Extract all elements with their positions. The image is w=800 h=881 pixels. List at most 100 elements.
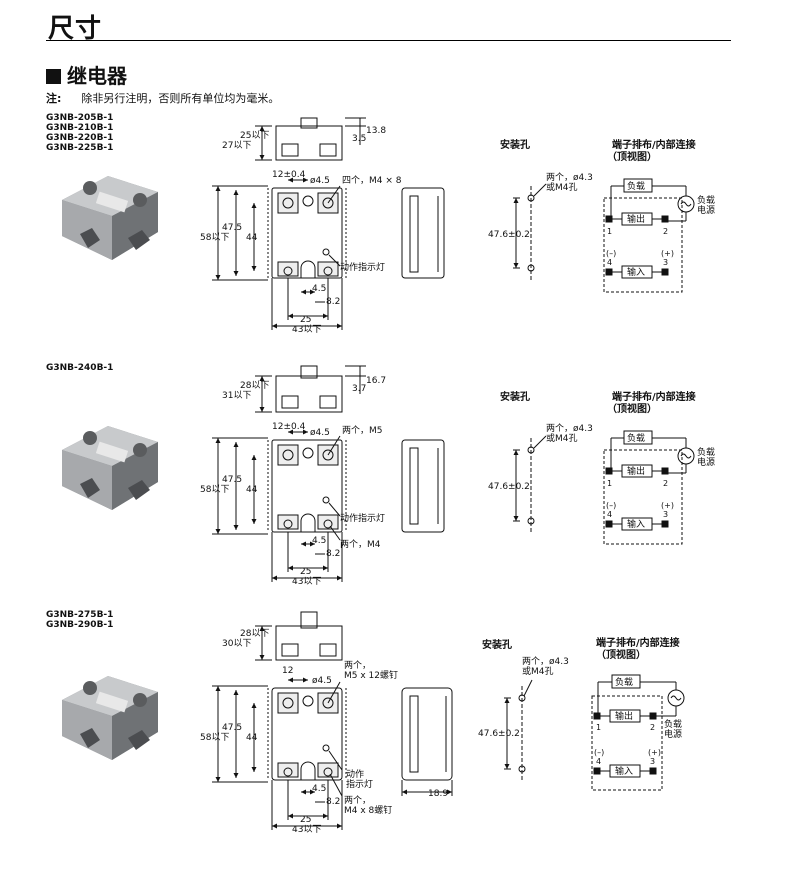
terminal-diagram-1 (603, 178, 695, 293)
dim-45: 4.5 (312, 536, 326, 546)
dim-o45: ø4.5 (310, 428, 330, 438)
section-title-text: 继电器 (67, 64, 127, 88)
load-power-label-1: 负载 (697, 194, 715, 206)
dim-side-b: 3.5 (352, 134, 366, 144)
terminal-4: 4 (607, 510, 612, 519)
terminal-4: 4 (596, 757, 601, 766)
model-name: G3NB-205B-1 (46, 113, 114, 123)
dim-25: 25 (300, 815, 311, 825)
screw-note-2a: 两个， (344, 795, 371, 806)
terminal-diagram-2 (603, 430, 695, 545)
relay-photo-2 (62, 426, 158, 510)
load-label: 负载 (615, 676, 633, 688)
top-view-2 (212, 429, 347, 582)
dim-45: 4.5 (312, 284, 326, 294)
dim-58: 58以下 (200, 485, 229, 495)
note-text: 除非另行注明，否则所有单位均为毫米。 (81, 92, 280, 105)
pitch-label: 47.6±0.2 (478, 729, 520, 739)
dim-25: 25 (300, 567, 311, 577)
terminal-subtitle: （顶视图） (607, 402, 657, 415)
side-view-3 (255, 611, 343, 661)
screw-note-2: 两个，M4 (340, 539, 381, 550)
or-m4-label: 或M4孔 (546, 181, 578, 193)
terminal-title: 端子排布/内部连接 (596, 636, 680, 649)
terminal-2: 2 (663, 227, 668, 236)
model-list-1: G3NB-205B-1 G3NB-210B-1 G3NB-220B-1 G3NB… (46, 113, 113, 153)
output-label: 输出 (615, 710, 633, 722)
mount-holes-2 (513, 435, 547, 534)
dim-side-total: 30以下 (222, 639, 251, 649)
dim-44: 44 (246, 485, 258, 495)
top-view-1 (212, 177, 347, 330)
dim-side-a: 13.8 (366, 126, 386, 136)
pitch-label: 47.6±0.2 (488, 482, 530, 492)
terminal-2: 2 (650, 723, 655, 732)
two-holes-label: 两个，ø4.3 (546, 423, 593, 434)
terminal-subtitle: （顶视图） (607, 150, 657, 163)
dim-475: 47.5 (222, 223, 242, 233)
mount-hole-title: 安装孔 (500, 390, 530, 403)
indicator-label-b: 指示灯 (346, 778, 373, 790)
indicator-label-a: 动作 (346, 768, 364, 780)
model-name: G3NB-275B-1 (46, 610, 114, 620)
dim-44: 44 (246, 733, 258, 743)
dim-58: 58以下 (200, 233, 229, 243)
dim-25: 25 (300, 315, 311, 325)
input-label: 输入 (615, 765, 633, 777)
relay-photo-3 (62, 676, 158, 760)
minus-label: (–) (606, 249, 616, 258)
dim-12-04: 12±0.4 (272, 170, 306, 180)
dim-44: 44 (246, 233, 258, 243)
or-m4-label: 或M4孔 (546, 432, 578, 444)
dim-side-top: 28以下 (240, 381, 269, 391)
side-view-1 (255, 117, 366, 161)
dim-side-total: 31以下 (222, 391, 251, 401)
dim-43: 43以下 (292, 577, 321, 587)
dim-o45: ø4.5 (312, 676, 332, 686)
load-power-label-1: 负载 (664, 718, 682, 730)
square-bullet-icon (46, 69, 61, 84)
load-power-label-1: 负载 (697, 446, 715, 458)
screw-note-b: M5 x 12螺钉 (344, 670, 398, 681)
terminal-title: 端子排布/内部连接 (612, 138, 696, 151)
plus-label: (+) (661, 249, 674, 258)
terminal-title: 端子排布/内部连接 (612, 390, 696, 403)
terminal-3: 3 (663, 258, 668, 267)
dim-82: 8.2 (326, 297, 340, 307)
dim-end-width: 18.9 (428, 789, 448, 799)
indicator-label: 动作指示灯 (340, 512, 385, 524)
dim-side-top: 28以下 (240, 629, 269, 639)
end-view-3 (401, 687, 453, 796)
output-label: 输出 (627, 213, 645, 225)
dim-43: 43以下 (292, 825, 321, 835)
pitch-label: 47.6±0.2 (488, 230, 530, 240)
load-label: 负载 (627, 432, 645, 444)
terminal-diagram-3 (591, 674, 685, 791)
model-list-2: G3NB-240B-1 (46, 363, 113, 373)
screw-note-a: 两个， (344, 660, 371, 671)
plus-label: (+) (661, 501, 674, 510)
terminal-1: 1 (607, 479, 612, 488)
dim-43: 43以下 (292, 325, 321, 335)
mount-holes-3 (504, 679, 533, 782)
or-m4-label: 或M4孔 (522, 665, 554, 677)
dim-58: 58以下 (200, 733, 229, 743)
note-label: 注: (46, 92, 62, 105)
two-holes-label: 两个，ø4.3 (522, 656, 569, 667)
model-name: G3NB-290B-1 (46, 620, 114, 630)
load-power-label-2: 电源 (697, 204, 715, 216)
two-holes-label: 两个，ø4.3 (546, 172, 593, 183)
page-title: 尺寸 (48, 14, 103, 44)
dim-side-a: 16.7 (366, 376, 386, 386)
mount-hole-title: 安装孔 (482, 638, 512, 651)
minus-label: (–) (606, 501, 616, 510)
dim-side-top: 25以下 (240, 131, 269, 141)
terminal-2: 2 (663, 479, 668, 488)
dim-45: 4.5 (312, 784, 326, 794)
dim-475: 47.5 (222, 475, 242, 485)
dim-12-04: 12±0.4 (272, 422, 306, 432)
dim-82: 8.2 (326, 549, 340, 559)
model-list-3: G3NB-275B-1 G3NB-290B-1 (46, 610, 113, 630)
dim-o45: ø4.5 (310, 176, 330, 186)
